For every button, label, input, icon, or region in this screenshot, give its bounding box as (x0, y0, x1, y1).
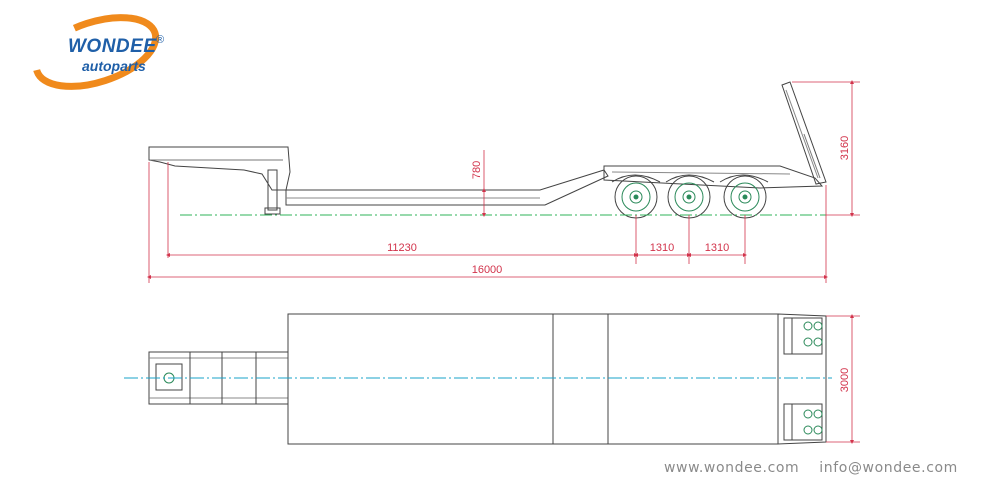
deck-plan (287, 313, 779, 445)
dim-11230: 11230 (387, 242, 417, 254)
landing-leg (267, 169, 278, 211)
top-view (148, 313, 827, 445)
wheels (614, 175, 767, 219)
registered-mark: ® (156, 34, 165, 46)
dim-1310-a: 1310 (650, 242, 674, 254)
ramp (781, 81, 827, 185)
dim-3160: 3160 (839, 136, 851, 160)
wheel-3 (723, 175, 767, 219)
main-deck (285, 169, 609, 206)
rear-deck (603, 165, 824, 189)
brand-logo: WONDEE ® autoparts (28, 14, 188, 90)
dim-1310-b: 1310 (705, 242, 729, 254)
brand-logo-mark (32, 14, 160, 90)
plan-wheels (803, 321, 823, 435)
email-link[interactable]: info@wondee.com (819, 460, 958, 476)
rear-plan (777, 313, 827, 445)
brand-tagline: autoparts (82, 58, 146, 74)
wheel-2 (667, 175, 711, 219)
side-view (148, 81, 827, 215)
ramp-left (783, 317, 823, 355)
dim-16000: 16000 (472, 264, 503, 276)
dim-780: 780 (471, 161, 483, 179)
footer-contact: www.wondee.com info@wondee.com (664, 460, 978, 476)
side-dimensions (147, 80, 860, 283)
dim-3000: 3000 (839, 368, 851, 392)
website-link[interactable]: www.wondee.com (664, 460, 800, 476)
brand-name: WONDEE (68, 36, 157, 57)
plan-dimensions (826, 314, 860, 444)
wheel-1 (614, 175, 658, 219)
gooseneck (148, 146, 291, 191)
ramp-right (783, 403, 823, 441)
